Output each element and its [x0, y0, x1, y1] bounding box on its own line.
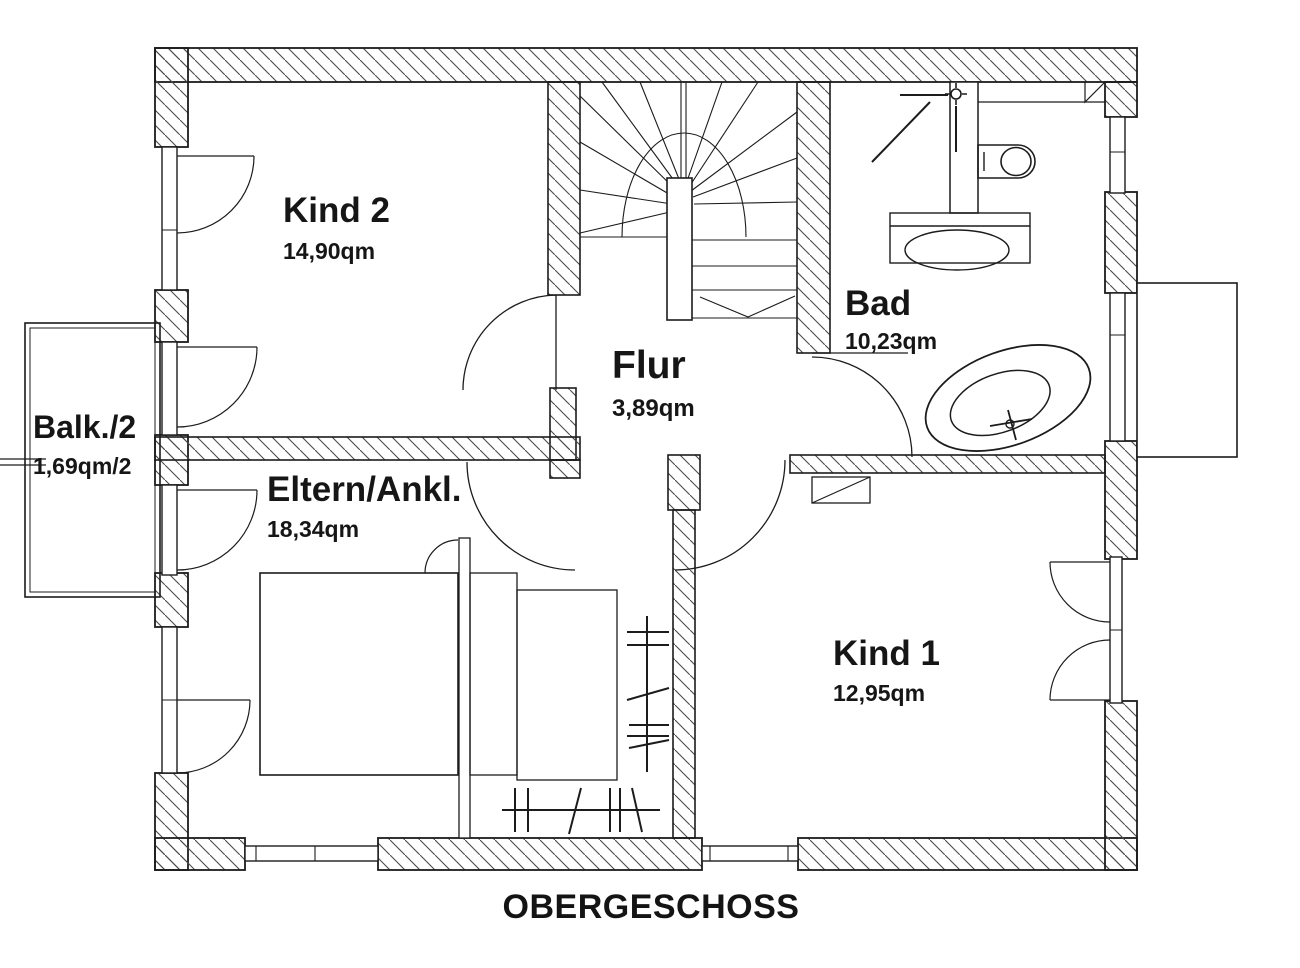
shower — [871, 83, 967, 163]
bedroom-furniture — [259, 537, 670, 839]
interior-walls — [154, 81, 1106, 839]
wardrobe-unit-2 — [516, 589, 618, 781]
room-name: Bad — [845, 284, 912, 323]
window-kind1-bottom — [701, 845, 799, 862]
window-bad-right-2 — [1109, 292, 1126, 442]
window-eltern-bottom — [244, 845, 379, 862]
french-door-leaf-bottom — [1049, 639, 1111, 701]
stair-newel — [666, 177, 693, 321]
room-name: Kind 2 — [283, 191, 390, 230]
room-area: 14,90qm — [283, 237, 376, 264]
room-area: 12,95qm — [833, 679, 926, 706]
door-eltern — [466, 461, 576, 571]
staircase — [579, 81, 798, 321]
room-area: 3,89qm — [612, 394, 695, 422]
radiator — [811, 476, 871, 504]
balcony-door-eltern — [161, 484, 178, 576]
room-name: Eltern/Ankl. — [267, 470, 462, 509]
clothes-rail-vertical — [626, 616, 670, 772]
shaft-symbol — [1084, 81, 1106, 104]
wardrobe-unit-1 — [469, 572, 518, 776]
bathroom-fixtures — [811, 81, 1106, 504]
bathtub — [924, 344, 1092, 452]
stair-winder-treads — [579, 81, 798, 234]
clothes-rail-horizontal — [502, 787, 660, 835]
toilet — [977, 144, 1036, 179]
bed — [259, 572, 459, 776]
room-name: Flur — [612, 344, 686, 387]
room-name: Kind 1 — [833, 634, 940, 673]
bathtub-tap — [989, 409, 1033, 441]
door-swings — [462, 294, 913, 571]
room-label-bad: Bad 10,23qm — [845, 284, 938, 354]
stair-center-rail — [680, 82, 687, 180]
closet-partition — [458, 537, 471, 839]
closet-opening-swing — [424, 539, 459, 574]
room-area: 1,69qm/2 — [33, 452, 132, 479]
window-swings — [176, 155, 1111, 774]
room-label-kind1: Kind 1 12,95qm — [833, 634, 940, 706]
door-kind2 — [462, 294, 557, 391]
room-label-kind2: Kind 2 14,90qm — [283, 191, 390, 264]
room-name: Balk./2 — [33, 409, 137, 445]
stair-curve — [621, 132, 747, 238]
bathroom-partition-wall — [949, 81, 979, 214]
door-bad — [811, 352, 913, 458]
french-door-leaf-top — [1049, 561, 1111, 623]
room-label-flur: Flur 3,89qm — [612, 344, 695, 422]
balcony-divider-line — [0, 458, 46, 466]
washbasin — [889, 212, 1031, 271]
radiator-diagonal — [811, 476, 871, 504]
door-kind1 — [674, 459, 786, 571]
stair-direction-mark — [699, 295, 796, 318]
room-area: 18,34qm — [267, 515, 360, 542]
windows — [161, 116, 1238, 862]
exterior-block — [1136, 282, 1238, 458]
room-area: 10,23qm — [845, 327, 938, 354]
stair-straight-treads — [667, 239, 797, 319]
floor-title: OBERGESCHOSS — [502, 888, 800, 926]
balcony-door-kind2 — [161, 341, 178, 436]
exterior-walls — [154, 47, 1138, 871]
window-kind2-left — [161, 146, 178, 291]
balcony-outline — [0, 322, 161, 598]
room-label-eltern: Eltern/Ankl. 18,34qm — [267, 470, 462, 542]
room-label-balkon: Balk./2 1,69qm/2 — [33, 409, 137, 479]
window-mullions — [162, 151, 1125, 861]
window-bad-right — [1109, 116, 1126, 194]
